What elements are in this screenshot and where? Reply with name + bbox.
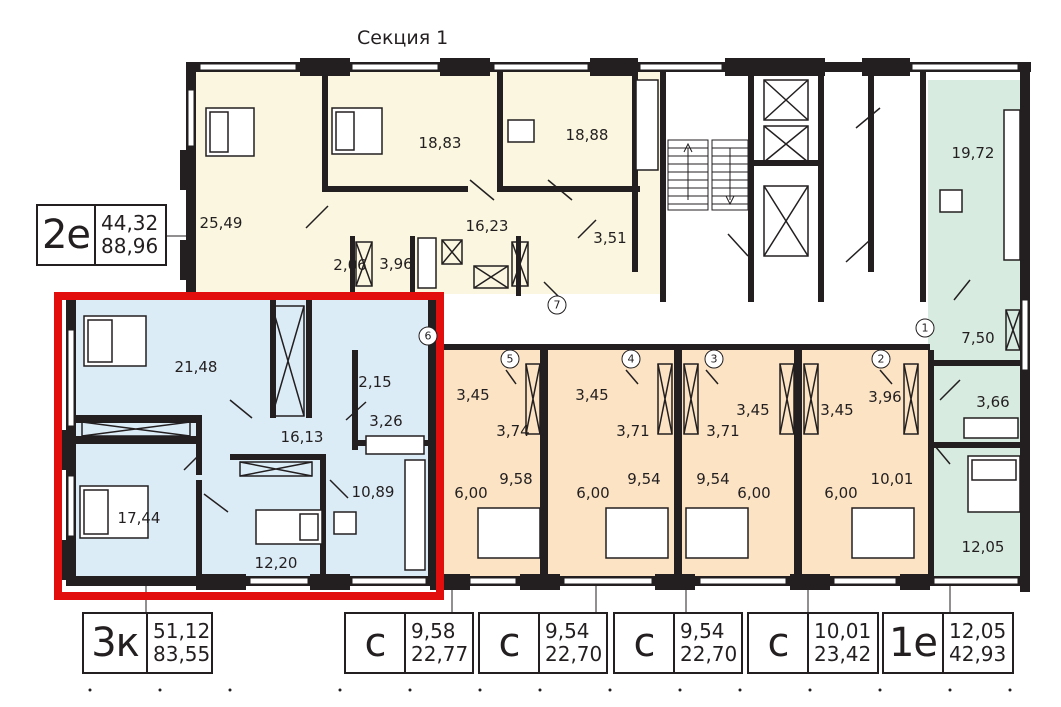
area-label: 12,20 [254, 554, 298, 572]
total-area: 22,77 [411, 642, 469, 666]
entry-marker: 3 [704, 349, 724, 369]
area-label: 3,45 [820, 401, 854, 419]
selected-apartment-highlight [54, 292, 444, 600]
area-label: 18,83 [418, 134, 462, 152]
staircase [667, 139, 749, 211]
total-area: 22,70 [680, 642, 738, 666]
living-area: 12,05 [949, 619, 1007, 643]
apartment-type: с [615, 614, 675, 672]
total-area: 83,55 [153, 642, 211, 666]
area-label: 2,15 [358, 373, 392, 391]
area-label: 10,89 [351, 483, 395, 501]
door-swings [183, 107, 971, 513]
entry-marker: 6 [418, 326, 438, 346]
apartment-type: 2е [38, 206, 96, 264]
entry-marker: 5 [500, 349, 520, 369]
area-label: 9,58 [499, 470, 533, 488]
total-area: 42,93 [949, 642, 1007, 666]
area-label: 10,01 [870, 470, 914, 488]
area-label: 9,54 [627, 470, 661, 488]
area-label: 17,44 [117, 509, 161, 527]
apartment-type: с [749, 614, 809, 672]
apartment-badge-3k[interactable]: 3к 51,12 83,55 [82, 612, 213, 674]
area-label: 3,66 [976, 393, 1010, 411]
entry-marker: 7 [547, 295, 567, 315]
area-label: 19,72 [951, 144, 995, 162]
area-label: 3,51 [593, 229, 627, 247]
area-label: 12,05 [961, 538, 1005, 556]
area-label: 3,71 [616, 422, 650, 440]
living-area: 51,12 [153, 619, 211, 643]
bottom-dots [88, 688, 1012, 692]
area-label: 6,00 [454, 484, 488, 502]
living-area: 10,01 [814, 619, 872, 643]
apartment-areas: 51,12 83,55 [148, 614, 210, 672]
apartment-badge-1e[interactable]: 1е 12,05 42,93 [882, 612, 1014, 674]
entry-marker: 2 [871, 349, 891, 369]
total-area: 22,70 [545, 642, 603, 666]
area-label: 3,96 [379, 255, 413, 273]
apartment-areas: 9,54 22,70 [540, 614, 602, 672]
furniture [79, 79, 1021, 571]
area-label: 6,00 [737, 484, 771, 502]
entry-marker: 4 [621, 349, 641, 369]
apartment-areas: 9,58 22,77 [406, 614, 468, 672]
area-label: 25,49 [199, 214, 243, 232]
living-area: 9,54 [680, 619, 725, 643]
area-label: 3,45 [736, 401, 770, 419]
total-area: 23,42 [814, 642, 872, 666]
entry-marker: 1 [915, 318, 935, 338]
apartment-areas: 9,54 22,70 [675, 614, 737, 672]
apartment-areas: 10,01 23,42 [809, 614, 871, 672]
lift-shafts [81, 79, 1021, 477]
apartment-badge-studio-3[interactable]: с 9,54 22,70 [613, 612, 743, 674]
apartment-areas: 44,32 88,96 [96, 206, 158, 264]
area-label: 6,00 [576, 484, 610, 502]
apartment-areas: 12,05 42,93 [944, 614, 1006, 672]
area-label: 16,13 [280, 428, 324, 446]
apartment-badge-2e[interactable]: 2е 44,32 88,96 [36, 204, 167, 266]
area-label: 9,54 [696, 470, 730, 488]
area-label: 3,45 [575, 386, 609, 404]
section-title: Секция 1 [357, 27, 449, 49]
area-label: 3,26 [369, 412, 403, 430]
living-area: 44,32 [101, 211, 159, 235]
area-label: 3,74 [496, 422, 530, 440]
area-label: 7,50 [961, 329, 995, 347]
apartment-badge-studio-2[interactable]: с 9,54 22,70 [478, 612, 608, 674]
apartment-type: с [480, 614, 540, 672]
apartment-badge-studio-1[interactable]: с 9,58 22,77 [344, 612, 474, 674]
area-label: 3,71 [706, 422, 740, 440]
apartment-type: с [346, 614, 406, 672]
area-label: 18,88 [565, 126, 609, 144]
area-label: 16,23 [465, 217, 509, 235]
living-area: 9,54 [545, 619, 590, 643]
area-label: 3,96 [868, 388, 902, 406]
apartment-type: 3к [84, 614, 148, 672]
area-label: 3,45 [456, 386, 490, 404]
living-area: 9,58 [411, 619, 456, 643]
total-area: 88,96 [101, 234, 159, 258]
windows [67, 63, 1029, 585]
area-label: 21,48 [174, 358, 218, 376]
apartment-type: 1е [884, 614, 944, 672]
area-label: 2,06 [333, 256, 367, 274]
apartment-badge-studio-4[interactable]: с 10,01 23,42 [747, 612, 879, 674]
area-label: 6,00 [824, 484, 858, 502]
